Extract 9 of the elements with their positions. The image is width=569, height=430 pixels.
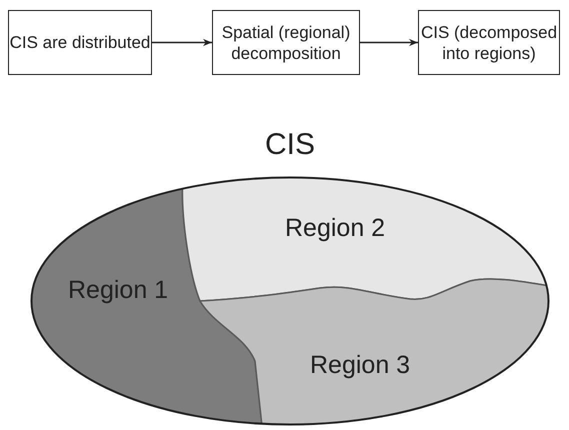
process-box: Spatial (regional) decomposition	[212, 10, 360, 75]
arrow	[360, 38, 418, 46]
process-box: CIS are distributed	[8, 10, 152, 75]
diagram-heading: CIS	[265, 128, 315, 162]
region-label: Region 2	[285, 214, 386, 243]
region-label: Region 3	[310, 351, 410, 380]
arrow	[152, 38, 212, 46]
region-label: Region 1	[68, 276, 168, 305]
process-box: CIS (decomposed into regions)	[418, 10, 560, 75]
